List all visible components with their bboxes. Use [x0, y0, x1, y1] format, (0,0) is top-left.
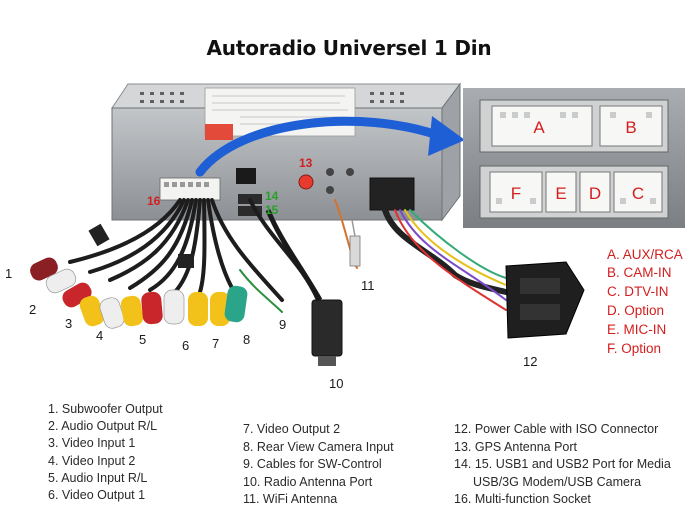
rca-plug-audio-in-l [99, 297, 125, 329]
callout-2: 2 [29, 302, 36, 317]
rca-plug-video-in-2 [120, 295, 144, 327]
radio-chassis [111, 82, 461, 222]
callout-14: 14 [265, 189, 279, 203]
legend-item-14-15: 14. 15. USB1 and USB2 Port for Media [454, 457, 671, 471]
legend-item-5: 5. Audio Input R/L [48, 471, 148, 485]
rca-plugs [30, 223, 248, 329]
callout-7: 7 [212, 336, 219, 351]
pin-label-d: D [589, 184, 601, 203]
legend-item-8: 8. Rear View Camera Input [243, 440, 394, 454]
diagram-title: Autoradio Universel 1 Din [206, 36, 492, 60]
pin-label-f: F [511, 184, 521, 203]
rca-plug-video-out-1 [188, 292, 208, 326]
pin-label-c: C [632, 184, 644, 203]
rca-plug-audio-out-l [45, 268, 77, 294]
arrow-shaft [195, 116, 445, 177]
connector-legend-e: E. MIC-IN [607, 322, 667, 337]
rca-plug-white-2 [163, 289, 185, 325]
callout-numbers: 1 2 3 4 5 6 7 8 9 10 11 12 13 14 15 16 [5, 156, 537, 391]
legend-item-7: 7. Video Output 2 [243, 422, 341, 436]
connector-legend-c: C. DTV-IN [607, 284, 669, 299]
pin-label-e: E [555, 184, 566, 203]
callout-12: 12 [523, 354, 537, 369]
rca-plug-video-in-1 [79, 295, 105, 327]
arrow-head [428, 116, 465, 156]
legend-item-14-15-cont: USB/3G Modem/USB Camera [473, 475, 642, 489]
legend-item-3: 3. Video Input 1 [48, 436, 136, 450]
cable-tip [178, 254, 194, 268]
rca-plug-subwoofer [30, 257, 58, 281]
legend-item-2: 2. Audio Output R/L [48, 419, 158, 433]
callout-16: 16 [147, 194, 161, 208]
antenna-adapter [265, 209, 343, 366]
wifi-antenna [349, 219, 361, 267]
callout-9: 9 [279, 317, 286, 332]
legend-item-11: 11. WiFi Antenna [243, 492, 338, 506]
connector-inset: A B F E D C [463, 88, 685, 228]
legend-item-9: 9. Cables for SW-Control [243, 457, 382, 471]
callout-3: 3 [65, 316, 72, 331]
rca-plug-camera-in [224, 285, 248, 323]
callout-4: 4 [96, 328, 103, 343]
callout-15: 15 [265, 203, 279, 217]
cable-tip [88, 223, 110, 247]
callout-11: 11 [361, 278, 375, 293]
callout-10: 10 [329, 376, 343, 391]
legend-item-16: 16. Multi-function Socket [454, 492, 591, 506]
legend-item-13: 13. GPS Antenna Port [454, 440, 577, 454]
legend-item-6: 6. Video Output 1 [48, 488, 146, 502]
callout-13: 13 [299, 156, 313, 170]
connector-legend-a: A. AUX/RCA [607, 247, 683, 262]
rca-plug-video-out-2 [210, 292, 230, 326]
rca-plug-audio-in-r [141, 291, 163, 325]
legend-item-4: 4. Video Input 2 [48, 454, 136, 468]
pin-label-a: A [533, 118, 545, 137]
connector-legend-d: D. Option [607, 303, 665, 318]
iso-connector [505, 261, 585, 339]
connector-legend-f: F. Option [607, 341, 662, 356]
connector-legend-b: B. CAM-IN [607, 265, 672, 280]
pin-label-b: B [625, 118, 636, 137]
callout-8: 8 [243, 332, 250, 347]
legend-item-1: 1. Subwoofer Output [48, 402, 163, 416]
callout-1: 1 [5, 266, 12, 281]
callout-5: 5 [139, 332, 146, 347]
callout-6: 6 [182, 338, 189, 353]
legend-item-12: 12. Power Cable with ISO Connector [454, 422, 659, 436]
legend-item-10: 10. Radio Antenna Port [243, 475, 373, 489]
